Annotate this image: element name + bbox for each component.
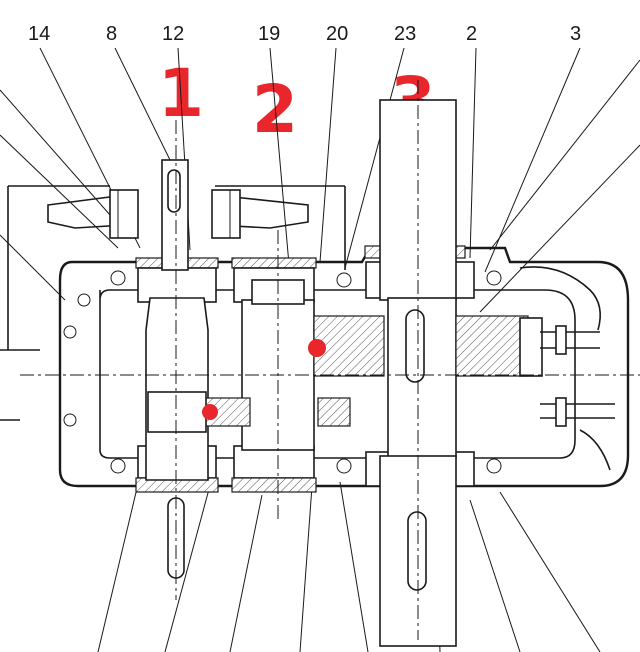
part-label-3: 3: [570, 23, 581, 45]
top-cover: [47, 189, 309, 239]
frame: [0, 185, 346, 421]
centerlines: [20, 80, 640, 640]
part-label-20: 20: [326, 23, 348, 45]
red-marker-gear-upper: [308, 339, 326, 357]
part-label-14: 14: [28, 23, 50, 45]
shaft-1: [145, 159, 209, 579]
red-marker-gear-lower: [202, 404, 218, 420]
part-label-19: 19: [258, 23, 280, 45]
red-markers: [202, 339, 326, 420]
part-label-23: 23: [394, 23, 416, 45]
leader-lines: [0, 47, 640, 652]
part-label-8: 8: [106, 23, 117, 45]
part-label-2: 2: [466, 23, 477, 45]
part-label-12: 12: [162, 23, 184, 45]
bolts: [519, 317, 615, 427]
part-labels: 14 8 12 19 20 23 2 3: [28, 23, 581, 45]
